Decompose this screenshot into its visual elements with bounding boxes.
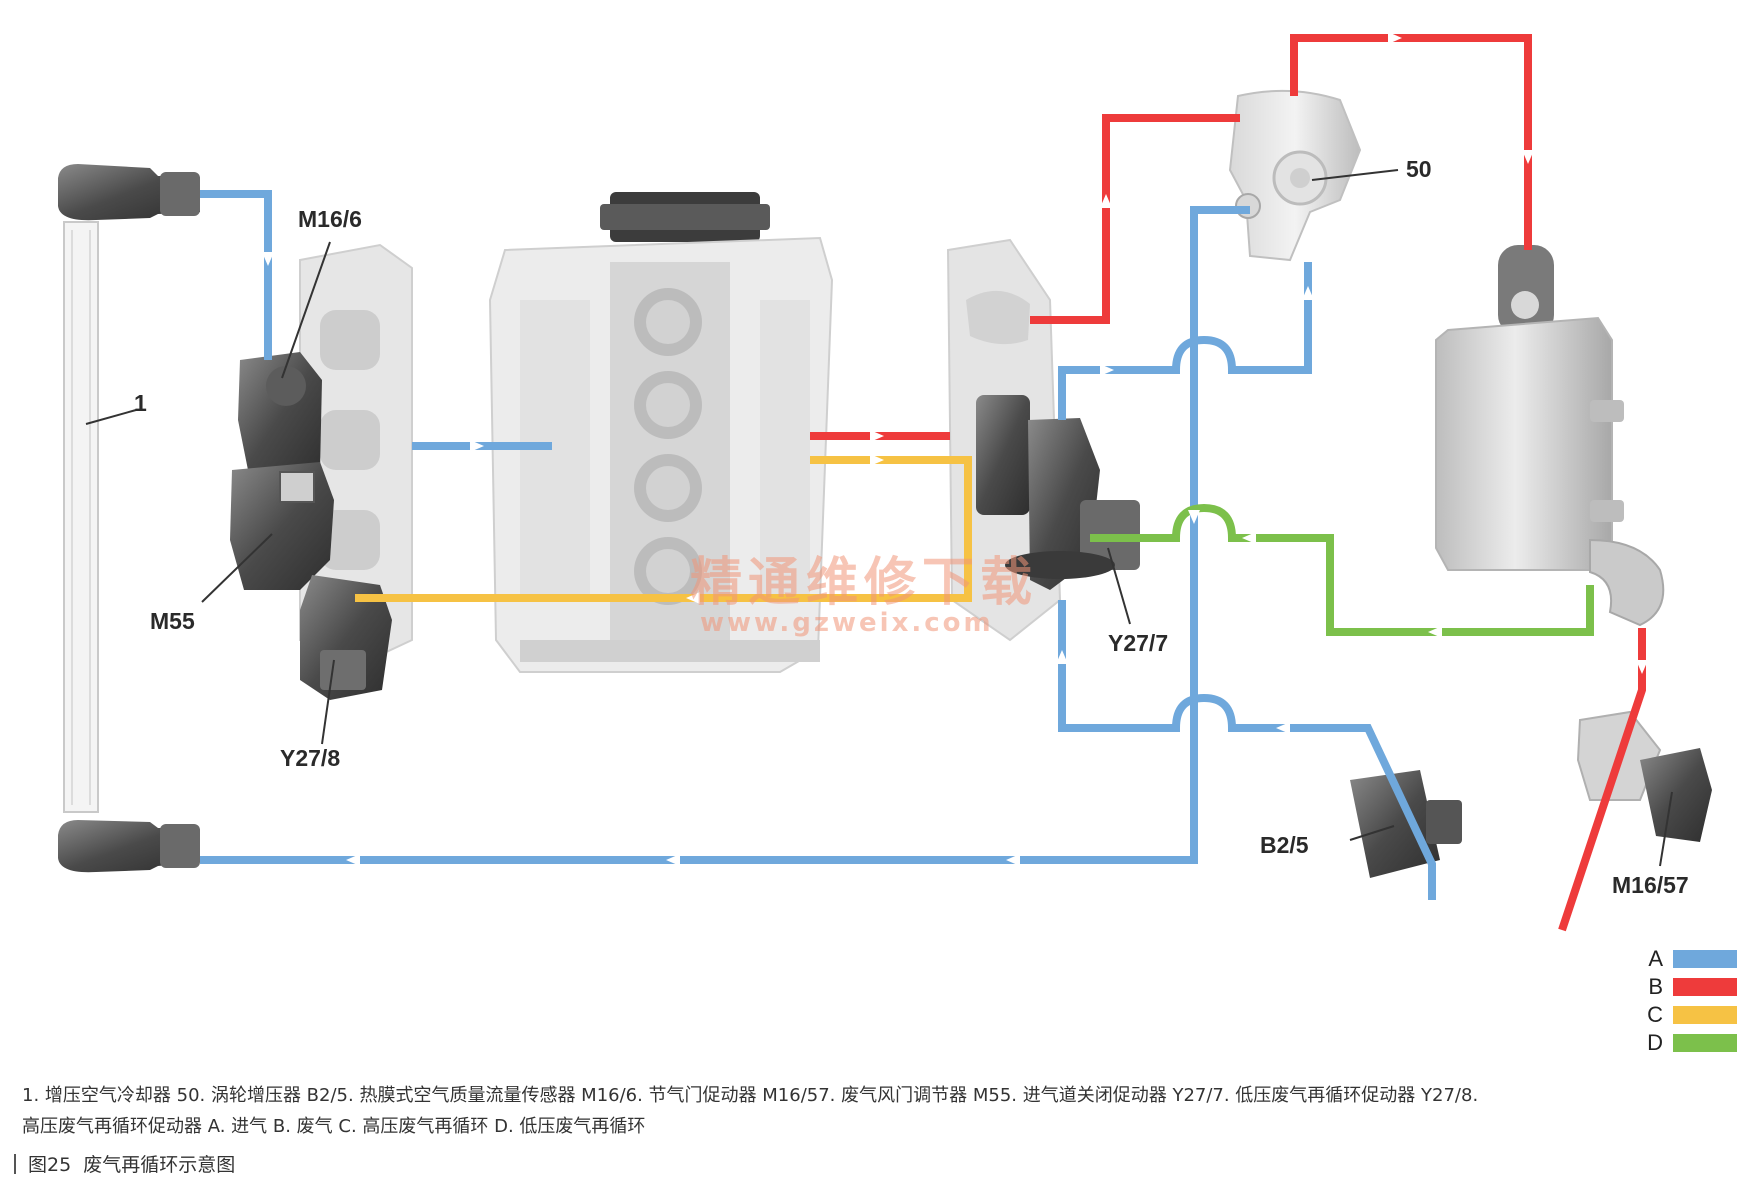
legend-swatch-a [1673,950,1737,968]
label-y27-7: Y27/7 [1108,630,1169,656]
legend-key-d: D [1647,1030,1663,1055]
label-y27-8: Y27/8 [280,745,341,771]
caption-line-1: 1. 增压空气冷却器 50. 涡轮增压器 B2/5. 热膜式空气质量流量传感器 … [22,1085,1479,1106]
figure-number: 图25 [28,1154,72,1176]
air-mass-sensor-b2-5 [1350,770,1462,878]
particulate-filter [1435,245,1665,627]
pipe-a-turbo-inlet [1058,262,1312,420]
legend-row-b: B [1643,974,1737,1000]
pipe-b-tailpipe [1558,628,1646,932]
turbocharger [1228,89,1362,262]
pipe-a-turbo-return [200,206,1250,864]
throttle-actuator-m16-6 [238,352,322,480]
legend-row-d: D [1643,1030,1737,1056]
legend-key-a: A [1648,946,1663,971]
pipe-c-hp-egr [355,456,972,602]
caption-line-2: 高压废气再循环促动器 A. 进气 B. 废气 C. 高压废气再循环 D. 低压废… [22,1116,646,1137]
hp-egr-actuator-y27-8 [300,575,392,700]
label-m16-6: M16/6 [298,206,362,232]
watermark-url: www.gzweix.com [700,608,994,638]
legend-swatch-d [1673,1034,1737,1052]
legend-key-b: B [1648,974,1663,999]
title-bar [14,1153,16,1174]
pipe-b-turbo-to-dpf [1290,34,1532,250]
figure-caption: 1. 增压空气冷却器 50. 涡轮增压器 B2/5. 热膜式空气质量流量传感器 … [22,1080,1742,1142]
label-m16-57: M16/57 [1612,872,1689,898]
watermark-text: 精通维修下载 [690,552,1039,613]
legend-swatch-b [1673,978,1737,996]
flow-arrows [262,32,1648,866]
legend-row-a: A [1643,946,1737,972]
legend-swatch-c [1673,1006,1737,1024]
pipe-b-manifold-to-turbo [1030,114,1240,324]
figure-title-text: 废气再循环示意图 [83,1154,236,1176]
pipe-d-lp-egr [1090,503,1594,636]
label-turbo-50: 50 [1406,156,1432,182]
pipe-a-hfm-to-lp-egr [1058,600,1436,900]
figure-title: 图25 废气再循环示意图 [14,1150,235,1177]
pipe-a-cooler-to-throttle [200,190,272,360]
label-cooler-1: 1 [134,390,147,416]
intake-port-shutoff-m55 [230,462,334,590]
label-m55: M55 [150,608,195,634]
label-b2-5: B2/5 [1260,832,1309,858]
legend-row-c: C [1643,1002,1737,1028]
leader-lines [85,169,1673,867]
charge-air-cooler [58,164,200,873]
legend-key-c: C [1647,1002,1663,1027]
